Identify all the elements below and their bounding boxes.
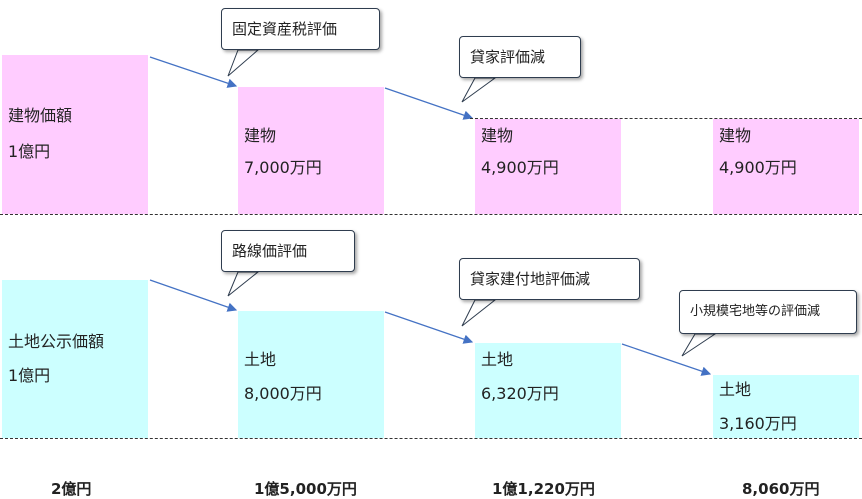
land-value-4: 3,160万円 (719, 414, 797, 433)
building-value-box-1 (2, 55, 148, 214)
callout-pointer-rental-house (461, 77, 497, 103)
building-value-box-4 (713, 119, 859, 214)
building-value-4: 4,900万円 (719, 158, 797, 177)
land-value-1: 1億円 (8, 366, 51, 385)
land-value-box-4 (713, 375, 859, 438)
dashed-line-mid (0, 214, 862, 215)
land-title-1: 土地公示価額 (8, 332, 105, 351)
callout-fixed-asset-tax: 固定資産税評価 (221, 8, 380, 50)
callout-rental-house: 貸家評価減 (459, 36, 581, 78)
total-3: 1億1,220万円 (492, 480, 595, 498)
callout-pointer-rental-land (461, 299, 497, 327)
callout-pointer-route-price (227, 271, 260, 297)
arrow-building-2 (384, 87, 474, 120)
land-title-2: 土地 (244, 350, 277, 369)
callout-route-price: 路線価評価 (221, 230, 355, 272)
total-4: 8,060万円 (742, 480, 820, 498)
land-value-box-3 (475, 343, 621, 438)
building-title-4: 建物 (719, 126, 752, 145)
land-value-box-2 (238, 311, 384, 438)
arrow-building-1 (149, 56, 238, 88)
building-title-3: 建物 (481, 126, 514, 145)
callout-small-residential: 小規模宅地等の評価減 (679, 290, 857, 334)
callout-pointer-small-residential (681, 333, 717, 357)
building-title-1: 建物価額 (8, 106, 73, 125)
callout-pointer-fixed-asset (227, 49, 260, 77)
building-value-1: 1億円 (8, 142, 51, 161)
land-title-3: 土地 (481, 350, 514, 369)
dashed-line-top (470, 118, 862, 119)
total-2: 1億5,000万円 (254, 480, 357, 498)
land-value-3: 6,320万円 (481, 384, 559, 403)
land-value-box-1 (2, 280, 148, 438)
land-value-2: 8,000万円 (244, 384, 322, 403)
land-title-4: 土地 (719, 380, 752, 399)
building-value-2: 7,000万円 (244, 158, 322, 177)
arrow-land-3 (621, 343, 712, 376)
arrow-land-1 (149, 279, 238, 312)
arrow-land-2 (384, 311, 474, 344)
building-value-3: 4,900万円 (481, 158, 559, 177)
building-title-2: 建物 (244, 126, 277, 145)
building-value-box-2 (238, 87, 384, 214)
callout-rental-land: 貸家建付地評価減 (459, 258, 640, 300)
building-value-box-3 (475, 119, 621, 214)
dashed-line-bottom (0, 438, 862, 439)
total-1: 2億円 (51, 480, 92, 498)
